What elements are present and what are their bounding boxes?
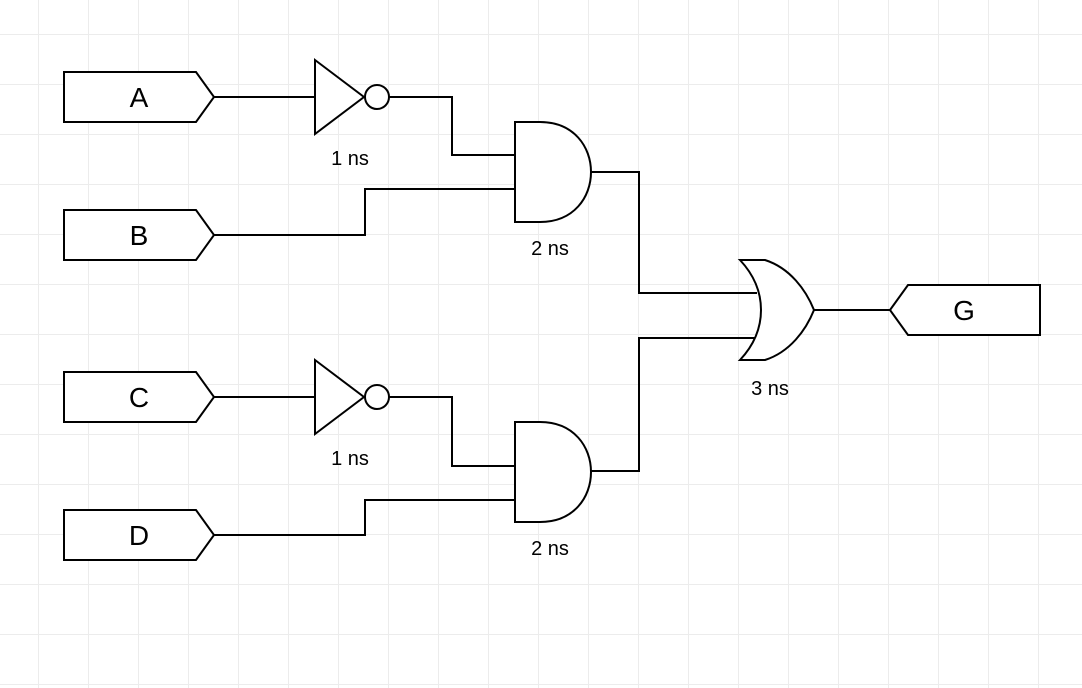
not-gate-top-bubble bbox=[364, 84, 390, 110]
delay-label-not-top: 1 ns bbox=[331, 148, 369, 170]
or-gate bbox=[737, 259, 816, 361]
input-label-d: D bbox=[129, 520, 149, 551]
input-label-b: B bbox=[130, 220, 149, 251]
and-gate-bottom bbox=[514, 421, 592, 523]
not-gate-top bbox=[314, 57, 390, 137]
input-port-b: B bbox=[63, 209, 216, 261]
input-port-d: D bbox=[63, 509, 216, 561]
delay-label-not-bottom: 1 ns bbox=[331, 448, 369, 470]
wire-b-to-and-top bbox=[214, 188, 515, 236]
input-port-c: C bbox=[63, 371, 216, 423]
not-gate-bottom bbox=[314, 357, 390, 437]
delay-label-or: 3 ns bbox=[751, 378, 789, 400]
input-label-c: C bbox=[129, 382, 149, 413]
output-port-g: G bbox=[888, 284, 1041, 336]
wire-and-top-to-or bbox=[589, 171, 757, 294]
input-port-a: A bbox=[63, 71, 216, 123]
wire-not-top-to-and-top bbox=[389, 96, 515, 156]
input-label-a: A bbox=[130, 82, 149, 113]
wires bbox=[214, 96, 890, 536]
delay-label-and-bottom: 2 ns bbox=[531, 538, 569, 560]
wire-and-bottom-to-or bbox=[589, 337, 757, 472]
wire-not-bottom-to-and-bottom bbox=[389, 396, 515, 467]
output-label-g: G bbox=[953, 295, 975, 326]
wire-d-to-and-bottom bbox=[214, 499, 515, 536]
and-gate-top bbox=[514, 121, 592, 223]
delay-label-and-top: 2 ns bbox=[531, 238, 569, 260]
not-gate-bottom-bubble bbox=[364, 384, 390, 410]
